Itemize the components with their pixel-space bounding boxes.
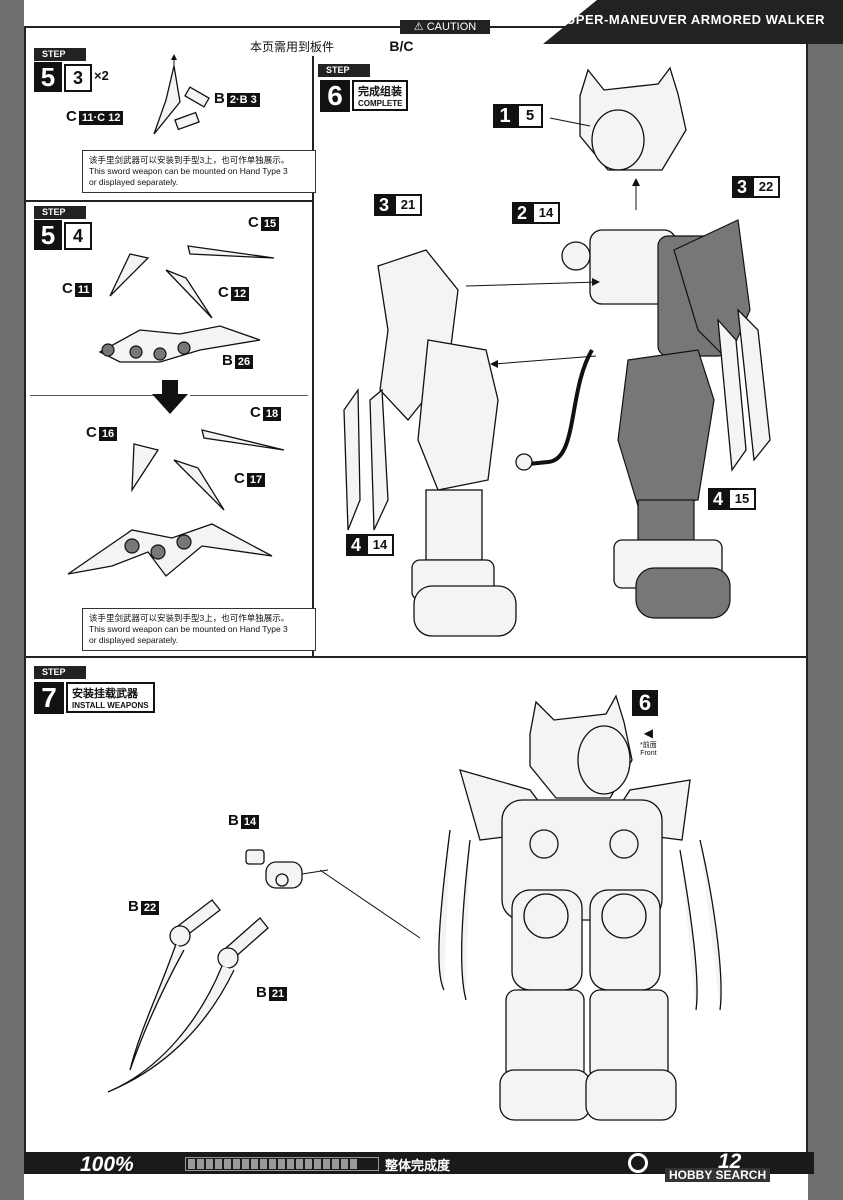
assembled-shuriken-drawing xyxy=(67,429,285,577)
caution-badge: ⚠ CAUTION xyxy=(400,20,490,34)
step-tag: STEP xyxy=(34,206,86,219)
left-gray-margin xyxy=(0,0,24,1200)
progress-bar xyxy=(185,1157,379,1171)
front-indicator: ◀ *前面 Front xyxy=(640,726,657,757)
warning-icon: ⚠ xyxy=(413,21,424,33)
claw-weapons-drawing xyxy=(107,849,329,1093)
step-title: 安装挂载武器 INSTALL WEAPONS xyxy=(66,682,155,713)
brand-title: SUPER-MANEUVER ARMORED WALKER xyxy=(556,12,825,27)
step-tag: STEP xyxy=(34,48,86,61)
sub-step-number: 3 xyxy=(64,64,92,92)
step-number: 6 xyxy=(320,80,350,112)
reference-number: 6 xyxy=(632,690,658,716)
dash-right xyxy=(190,395,308,396)
shuriken-blade-drawing xyxy=(153,54,210,135)
sub-step-number: 4 xyxy=(64,222,92,250)
arrow-left-icon: ◀ xyxy=(643,726,653,740)
page-number: 12 xyxy=(718,1150,742,1173)
step-title: 完成组装 COMPLETE xyxy=(352,80,409,111)
robot-assembly-drawing xyxy=(343,66,771,637)
pointer-line xyxy=(320,869,421,939)
completion-label: 整体完成度 xyxy=(385,1158,451,1173)
step-tag: STEP xyxy=(34,666,86,679)
header-corner xyxy=(543,0,843,44)
divider-step53 xyxy=(24,200,314,202)
step-number: 7 xyxy=(34,682,64,714)
note-box: 该手里剑武器可以安装到手型3上，也可作单独展示。 This sword weap… xyxy=(82,150,316,193)
vertical-divider xyxy=(312,56,314,656)
shuriken-parts-drawing xyxy=(98,245,275,363)
step-tag: STEP xyxy=(318,64,370,77)
completed-robot-drawing xyxy=(438,694,722,1121)
dash-left xyxy=(30,395,155,396)
step-number: 5 xyxy=(34,62,62,92)
watermark: HOBBY SEARCH xyxy=(665,1168,771,1182)
completion-percent: 100% xyxy=(80,1153,134,1176)
multiplier: ×2 xyxy=(94,68,109,83)
down-arrow-icon xyxy=(152,380,188,414)
boards-bar: 本页需用到板件 B/C xyxy=(250,38,414,54)
step-number: 5 xyxy=(34,220,62,250)
right-gray-margin xyxy=(808,0,843,1200)
note-box: 该手里剑武器可以安装到手型3上，也可作单独展示。 This sword weap… xyxy=(82,608,316,651)
divider-step7 xyxy=(24,656,808,658)
brand-logo-icon xyxy=(628,1153,648,1173)
